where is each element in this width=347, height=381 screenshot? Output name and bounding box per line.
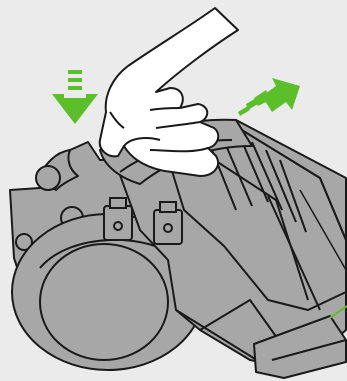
gear-icon (36, 166, 60, 190)
